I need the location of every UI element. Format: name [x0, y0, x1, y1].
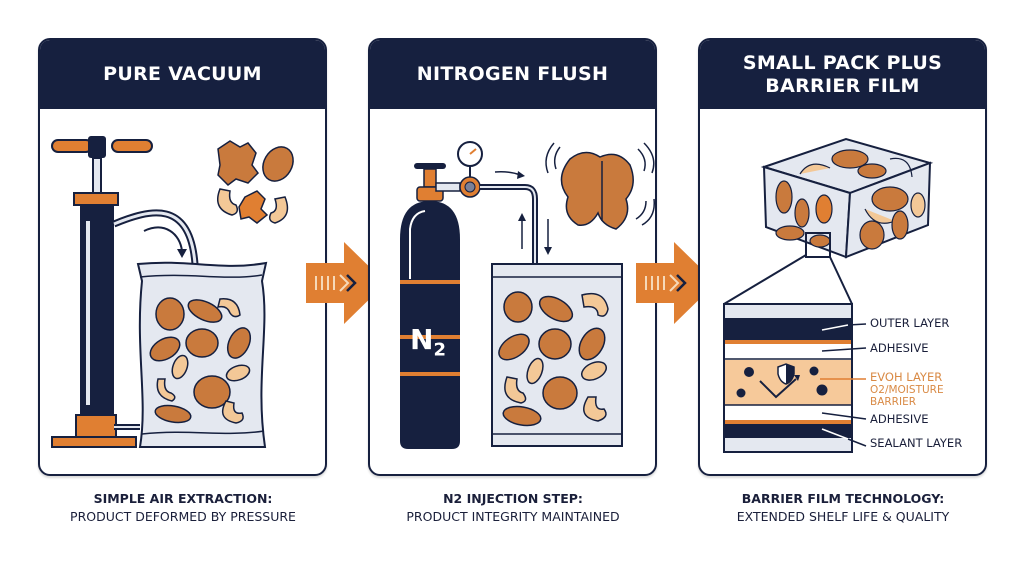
- caption-heading: N2 INJECTION STEP:: [443, 491, 583, 506]
- panel-title: SMALL PACK PLUS BARRIER FILM: [700, 40, 985, 109]
- nitrogen-flush-illustration: N2: [370, 109, 655, 474]
- evoh-sublabel-1: O2/MOISTURE: [870, 384, 944, 396]
- barrier-film-illustration: OUTER LAYER ADHESIVE EVOH LAYER O2/MOIST…: [700, 109, 985, 474]
- pure-vacuum-illustration: [40, 109, 325, 474]
- layer-label-outer: OUTER LAYER: [870, 316, 950, 330]
- orange-right-arrow-icon: [630, 238, 718, 328]
- layer-label-evoh: EVOH LAYER O2/MOISTURE BARRIER: [870, 370, 944, 409]
- barrier-film-cross-section-icon: [723, 303, 867, 453]
- layer-label-sealant: SEALANT LAYER: [870, 436, 963, 450]
- caption-barrier-film: BARRIER FILM TECHNOLOGY: EXTENDED SHELF …: [678, 490, 1008, 526]
- caption-heading: BARRIER FILM TECHNOLOGY:: [741, 491, 945, 506]
- deformed-nuts-icon: [217, 140, 294, 224]
- layer-label-adhesive-bottom: ADHESIVE: [870, 412, 929, 426]
- panel-nitrogen-flush: NITROGEN FLUSH: [368, 38, 657, 476]
- caption-pure-vacuum: SIMPLE AIR EXTRACTION: PRODUCT DEFORMED …: [18, 490, 348, 526]
- orange-right-arrow-icon: [300, 238, 388, 328]
- caption-body: PRODUCT DEFORMED BY PRESSURE: [70, 509, 296, 524]
- caption-body: PRODUCT INTEGRITY MAINTAINED: [406, 509, 620, 524]
- hand-pump-icon: [51, 136, 199, 448]
- n2-label: N2: [410, 323, 446, 361]
- panel-barrier-film: SMALL PACK PLUS BARRIER FILM: [698, 38, 987, 476]
- caption-body: EXTENDED SHELF LIFE & QUALITY: [736, 509, 950, 524]
- intact-walnut-icon: [545, 142, 655, 230]
- small-pack-cube-icon: [723, 137, 934, 305]
- panel-title: PURE VACUUM: [40, 40, 325, 109]
- caption-heading: SIMPLE AIR EXTRACTION:: [93, 491, 273, 506]
- panel-pure-vacuum: PURE VACUUM: [38, 38, 327, 476]
- panel-title: NITROGEN FLUSH: [370, 40, 655, 109]
- nitrogen-flushed-bag-icon: [491, 263, 623, 447]
- evoh-label: EVOH LAYER: [870, 370, 943, 384]
- caption-nitrogen-flush: N2 INJECTION STEP: PRODUCT INTEGRITY MAI…: [348, 490, 678, 526]
- nitrogen-cylinder-icon: [400, 141, 552, 449]
- evoh-sublabel-2: BARRIER: [870, 396, 917, 408]
- layer-label-adhesive-top: ADHESIVE: [870, 341, 929, 355]
- deformed-vacuum-bag-icon: [136, 261, 268, 448]
